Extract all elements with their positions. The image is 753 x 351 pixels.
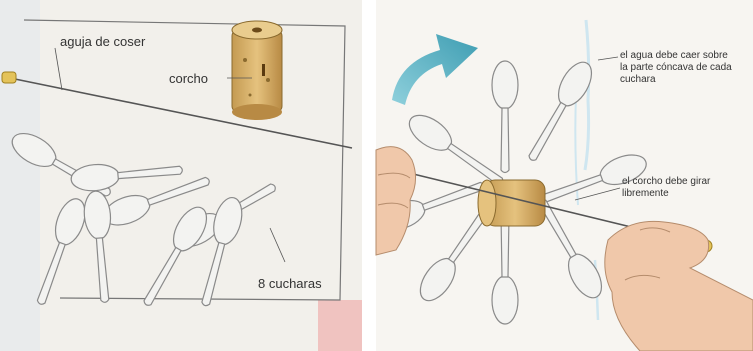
cork-hub-label: el corcho debe girar libremente xyxy=(622,176,727,200)
left-panel xyxy=(0,0,362,351)
left-panel-shadow xyxy=(0,0,40,351)
left-panel-corner xyxy=(318,300,362,351)
cork-illustration xyxy=(232,21,282,120)
panel-gap xyxy=(368,0,376,351)
spoons-label: 8 cucharas xyxy=(258,276,322,291)
cork-label: corcho xyxy=(169,71,208,86)
needle-label: aguja de coser xyxy=(60,34,145,49)
water-label: el agua debe caer sobre la parte cóncava… xyxy=(620,50,735,86)
